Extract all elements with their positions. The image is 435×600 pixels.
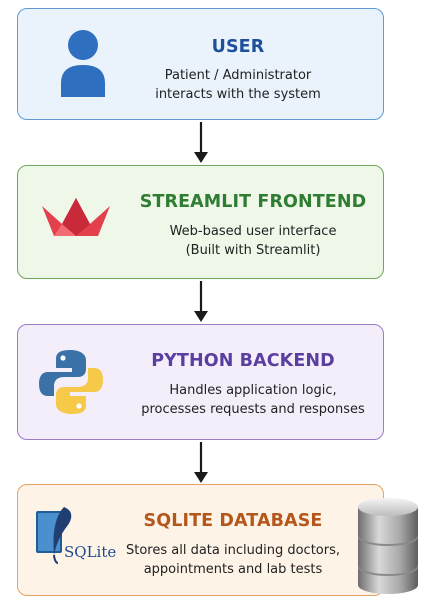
database-title: SQLITE DATABASE bbox=[143, 511, 323, 531]
streamlit-icon bbox=[42, 198, 110, 236]
arrow-down-icon bbox=[194, 122, 208, 163]
sqlite-icon: SQLite bbox=[36, 507, 116, 564]
frontend-title: STREAMLIT FRONTEND bbox=[139, 192, 367, 212]
backend-box: PYTHON BACKEND Handles application logic… bbox=[17, 324, 384, 440]
frontend-description-line: (Built with Streamlit) bbox=[185, 243, 321, 258]
database-box: SQLite SQLITE DATABASE Stores all data i… bbox=[17, 484, 384, 596]
user-icon bbox=[61, 30, 105, 97]
user-description-line: interacts with the system bbox=[155, 87, 321, 102]
backend-description-line: Handles application logic, bbox=[169, 383, 337, 398]
user-title: USER bbox=[211, 37, 265, 57]
sqlite-logo-text: SQLite bbox=[64, 543, 116, 561]
frontend-box: STREAMLIT FRONTEND Web-based user interf… bbox=[17, 165, 384, 279]
frontend-description: Web-based user interface (Built with Str… bbox=[138, 222, 368, 260]
user-box: USER Patient / Administrator interacts w… bbox=[17, 8, 384, 120]
backend-description-line: processes requests and responses bbox=[141, 402, 365, 417]
database-description-line: appointments and lab tests bbox=[143, 562, 323, 577]
database-description: Stores all data including doctors, appoi… bbox=[108, 541, 358, 579]
python-icon bbox=[39, 350, 103, 414]
frontend-description-line: Web-based user interface bbox=[169, 224, 337, 239]
database-cylinder-icon bbox=[358, 498, 418, 594]
database-description-line: Stores all data including doctors, bbox=[126, 543, 340, 558]
arrow-down-icon bbox=[194, 281, 208, 322]
user-description-line: Patient / Administrator bbox=[164, 68, 312, 83]
backend-title: PYTHON BACKEND bbox=[151, 351, 335, 371]
user-description: Patient / Administrator interacts with t… bbox=[138, 66, 338, 104]
arrow-down-icon bbox=[194, 442, 208, 483]
backend-description: Handles application logic, processes req… bbox=[128, 381, 378, 419]
